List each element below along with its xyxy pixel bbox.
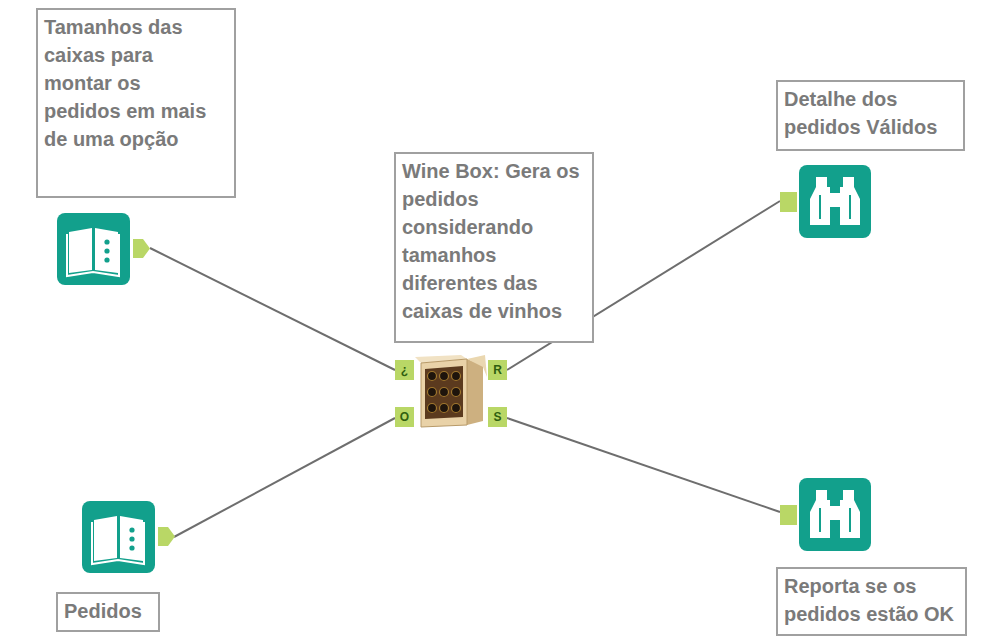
comment-box: Detalhe dos pedidos Válidos: [776, 80, 965, 151]
comment-box: Reporta se os pedidos estão OK: [776, 567, 967, 636]
browse-tool: Detalhe dos pedidos Válidos: [780, 165, 871, 238]
comment-box: Tamanhos das caixas para montar os pedid…: [36, 8, 236, 198]
anchor-tab: R: [488, 360, 507, 380]
comment-box: Wine Box: Gera os pedidos considerando t…: [394, 152, 594, 343]
comment-box: Pedidos: [56, 592, 160, 632]
browse-tool: Reporta se os pedidos estão OK: [780, 478, 871, 551]
comment-text: Detalhe dos pedidos Válidos: [784, 85, 961, 141]
input-icon: [82, 500, 175, 574]
macro-tool: Wine Box: Gera os pedidos considerando t…: [395, 355, 507, 428]
anchor-label: S: [493, 410, 501, 424]
input-icon: [57, 212, 150, 286]
comment-text: Reporta se os pedidos estão OK: [784, 572, 963, 628]
anchor-tab: ¿: [395, 360, 414, 380]
anchor-label: R: [493, 363, 502, 377]
anchor-tab: O: [395, 407, 414, 427]
comment-text: Pedidos: [64, 597, 156, 625]
browse-icon: [780, 478, 871, 551]
input-tool: Tamanhos das caixas para montar os pedid…: [57, 212, 150, 286]
browse-icon: [780, 165, 871, 238]
connector: [507, 418, 780, 512]
connector: [150, 248, 395, 370]
anchor-label: O: [400, 410, 409, 424]
input-tool: Pedidos: [82, 500, 174, 573]
connector: [174, 418, 395, 537]
anchor-tab: S: [488, 407, 507, 427]
comment-text: Tamanhos das caixas para montar os pedid…: [44, 13, 219, 153]
comment-text: Wine Box: Gera os pedidos considerando t…: [402, 157, 590, 325]
anchor-label: ¿: [401, 363, 408, 377]
